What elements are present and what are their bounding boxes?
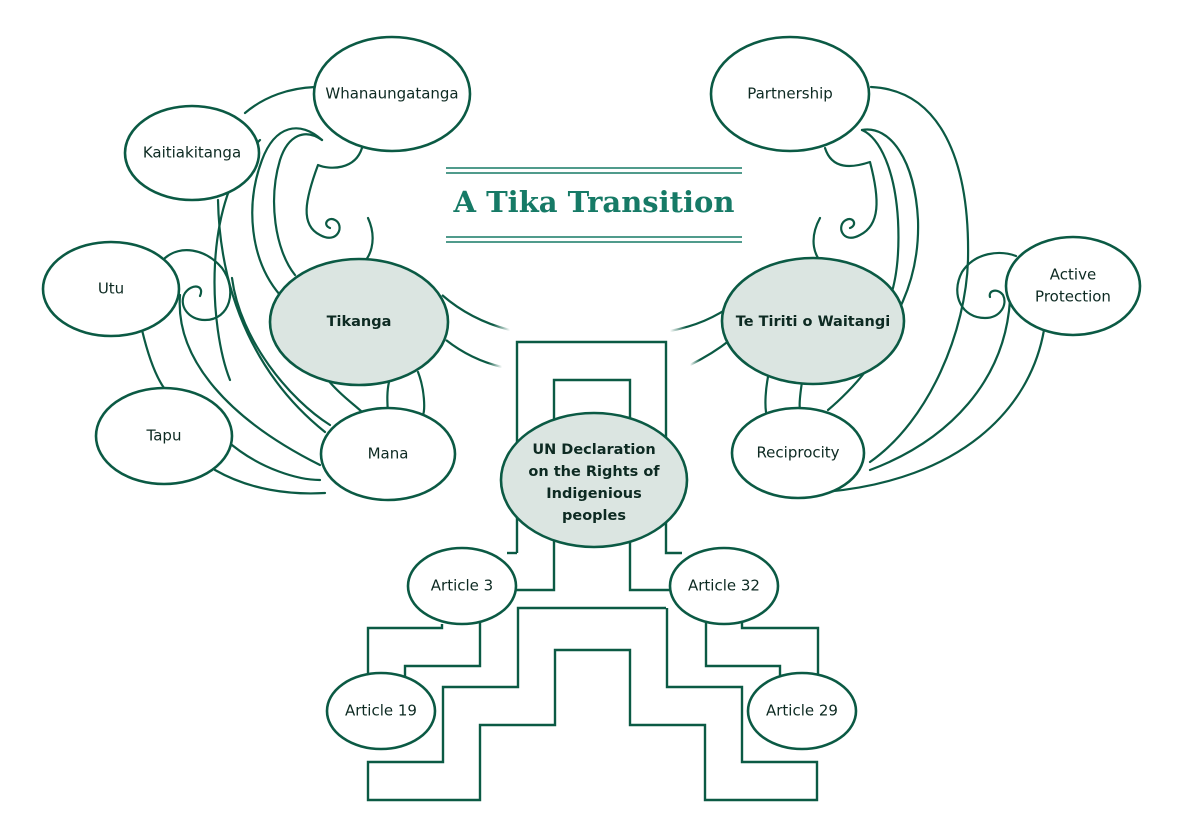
label-undrip-line3: Indigenious [546,486,642,502]
label-undrip-line1: UN Declaration [532,442,655,458]
label-undrip-line2: on the Rights of [528,464,660,480]
step-article3-article19-inner [403,622,482,676]
connector-utu-koru [163,249,232,322]
label-article-3: Article 3 [431,577,493,595]
label-kaitiakitanga: Kaitiakitanga [143,144,241,162]
label-utu: Utu [98,280,124,298]
node-article-19[interactable]: Article 19 [325,671,437,751]
label-whanaungatanga: Whanaungatanga [325,85,458,103]
koru-spiral-right-top [823,146,878,239]
label-active-protection-line2: Protection [1035,288,1111,306]
connector-tikanga-mana-2 [416,370,426,417]
connector-tiriti-centre-2 [689,339,731,366]
label-active-protection-line1: Active [1050,266,1096,284]
node-article-32[interactable]: Article 32 [668,546,780,626]
label-undrip-line4: peoples [562,508,626,524]
node-article-29[interactable]: Article 29 [746,671,858,751]
undrip-step-connectors [366,340,820,802]
connector-tikanga-mana-3 [326,378,364,414]
label-partnership: Partnership [747,85,833,103]
connector-tapu-mana-1 [213,468,327,495]
connector-koru-right-to-tiriti [812,216,825,265]
node-reciprocity[interactable]: Reciprocity [730,406,866,500]
label-article-29: Article 29 [766,702,838,720]
node-kaitiakitanga[interactable]: Kaitiakitanga [123,104,261,202]
tiriti-connectors [669,85,1046,494]
connector-utu-long [230,276,332,427]
node-article-3[interactable]: Article 3 [406,546,518,626]
label-reciprocity: Reciprocity [756,444,839,462]
title-block: A Tika Transition [446,167,742,243]
step-article32-article29-inner [704,622,782,676]
step-article3-article19-outer [366,624,444,673]
node-tikanga-hub[interactable]: Tikanga [268,257,450,387]
node-partnership[interactable]: Partnership [709,35,871,153]
node-mana[interactable]: Mana [319,406,457,502]
connector-active-koru [956,251,1018,320]
label-article-32: Article 32 [688,577,760,595]
node-utu[interactable]: Utu [41,240,181,338]
koru-spiral-left-top [305,146,364,239]
node-whanaungatanga[interactable]: Whanaungatanga [312,35,472,153]
connector-partnership-outer [868,85,970,464]
connector-utu-mana [178,293,322,467]
connector-koru-left-inner [273,133,324,277]
connector-tikanga-centre-1 [441,294,511,332]
label-te-tiriti: Te Tiriti o Waitangi [736,314,890,330]
node-te-tiriti-hub[interactable]: Te Tiriti o Waitangi [720,256,906,386]
connector-kaitiakitanga-whanaungatanga [243,85,317,115]
connector-tikanga-centre-2 [445,339,503,369]
connector-kaitiakitanga-mana [216,198,327,434]
connector-koru-left-outer [251,127,324,297]
label-mana: Mana [368,445,409,463]
label-article-19: Article 19 [345,702,417,720]
connector-tiriti-reciprocity-1 [764,370,771,414]
node-active-protection[interactable]: Active Protection [1004,235,1142,337]
label-tikanga: Tikanga [327,314,392,330]
connector-tiriti-reciprocity-2 [798,380,804,412]
connector-koru-right-inner [860,128,900,312]
connector-active-bottom [823,328,1046,494]
step-un-article32 [628,540,672,592]
connector-utu-tapu [140,328,166,390]
step-inner-frame [552,378,632,420]
node-undrip-hub[interactable]: UN Declaration on the Rights of Indigeni… [499,411,689,549]
step-stair-left-outer [366,606,819,802]
diagram-title: A Tika Transition [453,185,735,219]
step-un-article3 [516,540,556,592]
label-tapu: Tapu [146,427,182,445]
step-article32-article29-outer [740,622,820,674]
step-outer-frame [515,340,682,555]
connector-tapu-mana-2 [224,438,322,482]
node-tapu[interactable]: Tapu [94,386,234,486]
connector-active-reciprocity [868,298,1012,472]
